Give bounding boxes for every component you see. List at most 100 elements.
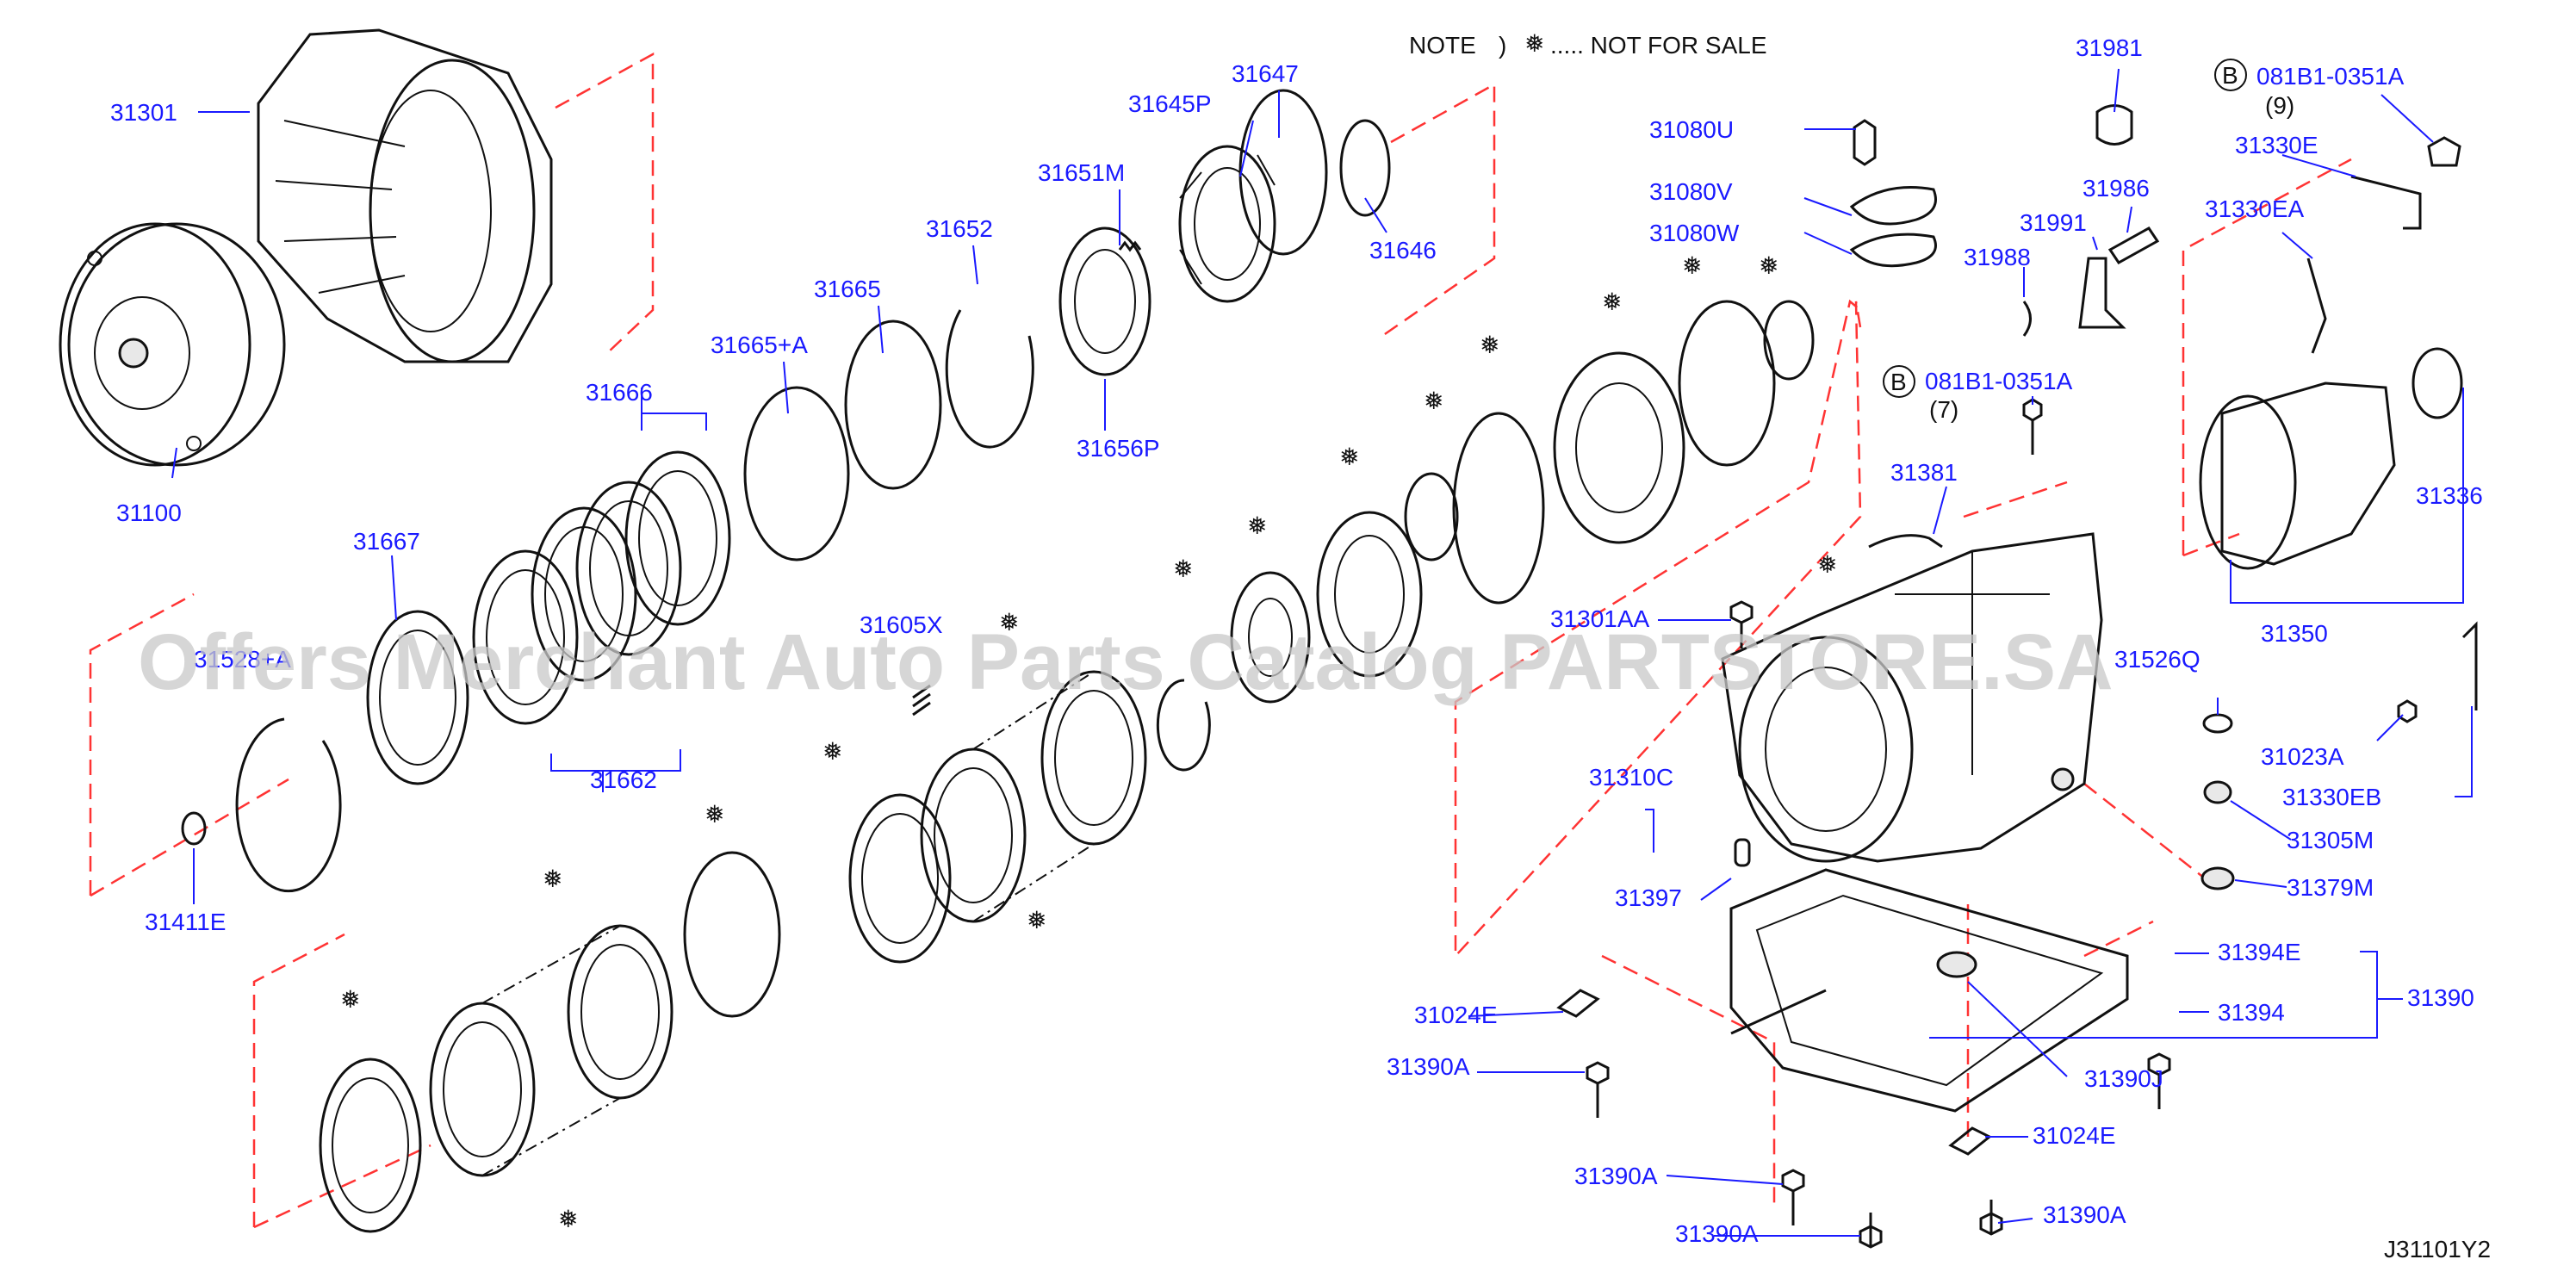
o-ring-31646 (1339, 119, 1391, 217)
brackets-31330 (2306, 136, 2478, 710)
label-31667: 31667 (353, 528, 420, 555)
label-31651M: 31651M (1038, 159, 1125, 186)
nfs-marker: ❅ (1480, 332, 1499, 358)
label-31390A-bottom: 31390A (1675, 1220, 1759, 1247)
plate-31665A (743, 386, 850, 561)
bolt-marker-b-mid: B (1883, 365, 1915, 398)
not-for-sale-text: ..... NOT FOR SALE (1550, 32, 1767, 59)
nfs-marker: ❅ (822, 738, 842, 765)
label-31605X: 31605X (860, 611, 943, 638)
part-labels: 31301 31100 31666 31665+A 31665 31652 31… (110, 34, 2483, 1247)
not-for-sale-symbol: ❅ (1524, 30, 1544, 57)
label-31394: 31394 (2218, 999, 2285, 1026)
label-31665: 31665 (814, 276, 881, 302)
label-31397: 31397 (1615, 884, 1682, 911)
nfs-marker: ❅ (558, 1206, 578, 1232)
oil-pump-cover-31645P (1178, 145, 1276, 303)
label-31379M: 31379M (2287, 874, 2374, 901)
label-31301: 31301 (110, 99, 177, 126)
label-31390A-right: 31390A (2043, 1201, 2126, 1228)
nfs-marker: ❅ (1247, 512, 1267, 539)
label-31656P: 31656P (1077, 435, 1160, 462)
planetary-gear-set (1156, 300, 1815, 772)
label-31646: 31646 (1369, 237, 1437, 264)
watermark: Offers Merchant Auto Parts Catalog PARTS… (138, 618, 2114, 706)
clutch-plate-31667 (366, 610, 469, 785)
extension-housing-31350 (2199, 347, 2463, 570)
retaining-plate-31665 (844, 320, 942, 490)
snap-ring-31528A (235, 717, 342, 893)
label-31080U: 31080U (1649, 116, 1734, 143)
nfs-marker: ❅ (1173, 555, 1193, 582)
note-paren: ) (1499, 32, 1506, 59)
label-31652: 31652 (926, 215, 993, 242)
label-081B1-0351A-top: 081B1-0351A (2256, 63, 2405, 90)
label-31528A: 31528+A (194, 646, 291, 673)
label-31645P: 31645P (1128, 90, 1212, 117)
seal-ring-31647 (1238, 89, 1328, 256)
note-line: NOTE ) ❅ ..... NOT FOR SALE (1409, 30, 1767, 59)
circle-b-letter: B (2222, 62, 2238, 89)
nfs-marker: ❅ (1682, 252, 1702, 279)
label-31080V: 31080V (1649, 178, 1733, 205)
note-text: NOTE (1409, 32, 1476, 59)
chain-brackets (481, 671, 1095, 1176)
label-31647: 31647 (1232, 60, 1299, 87)
nfs-marker: ❅ (1424, 388, 1443, 414)
bolts (1586, 398, 2418, 1249)
transmission-case-31350 (1721, 532, 2103, 863)
thrust-plate-31656P (1058, 226, 1151, 376)
diagram-code: J31101Y2 (2384, 1236, 2491, 1262)
spring-31651M (1118, 240, 1142, 252)
label-31665A: 31665+A (711, 332, 808, 358)
label-31023A: 31023A (2261, 743, 2344, 770)
torque-converter-31100 (59, 222, 286, 467)
label-31330EB: 31330EB (2282, 784, 2381, 810)
nfs-marker: ❅ (1339, 444, 1359, 470)
label-31390A-left: 31390A (1387, 1053, 1470, 1080)
plug-31411E (181, 811, 207, 846)
seal-ring-lower (683, 851, 781, 1018)
drain-plug-31379M (2200, 866, 2235, 890)
label-31986: 31986 (2083, 175, 2150, 202)
label-31394E: 31394E (2218, 939, 2301, 965)
label-31381: 31381 (1890, 459, 1958, 486)
plug-31305M (2203, 780, 2232, 804)
nfs-marker: ❅ (1602, 288, 1622, 315)
label-31390J: 31390J (2084, 1065, 2163, 1092)
leader-lines (171, 68, 2473, 1237)
label-31988: 31988 (1964, 244, 2031, 270)
nfs-marker: ❅ (1817, 551, 1837, 578)
label-qty-9: (9) (2265, 92, 2294, 119)
label-31350: 31350 (2261, 620, 2328, 647)
label-31024E-left: 31024E (1414, 1002, 1498, 1028)
nfs-marker: ❅ (1027, 907, 1046, 934)
label-31991: 31991 (2020, 209, 2087, 236)
snap-ring-31652 (945, 309, 1034, 449)
nfs-marker: ❅ (1759, 252, 1778, 279)
clutch-pack-31666 (472, 450, 731, 725)
nfs-marker: ❅ (705, 801, 724, 828)
breather-hose-31381 (1868, 534, 1943, 549)
circle-b-letter: B (1890, 369, 1907, 395)
spring-31605X (912, 684, 931, 717)
converter-housing-31301 (257, 28, 553, 363)
washer-31526Q (2202, 713, 2233, 734)
rear-parts-31981-31991 (2022, 104, 2160, 337)
nfs-marker: ❅ (340, 986, 360, 1013)
cover-gaskets-31080 (1849, 119, 1937, 268)
oil-pan-gasket-31397 (1734, 838, 1751, 867)
assembly-guide-lines (89, 52, 2352, 1229)
label-31024E-right: 31024E (2033, 1122, 2116, 1149)
nfs-marker: ❅ (999, 609, 1019, 636)
label-31330E: 31330E (2235, 132, 2318, 158)
label-31080W: 31080W (1649, 220, 1740, 246)
oil-pan-31390 (1729, 868, 2129, 1113)
label-31100: 31100 (116, 499, 182, 526)
label-qty-7: (7) (1929, 396, 1958, 423)
clutch-pack-bottom (319, 924, 673, 1233)
label-31981: 31981 (2076, 34, 2143, 61)
label-31526Q: 31526Q (2114, 646, 2200, 673)
label-31662: 31662 (590, 766, 657, 793)
label-31330EA: 31330EA (2205, 195, 2305, 222)
